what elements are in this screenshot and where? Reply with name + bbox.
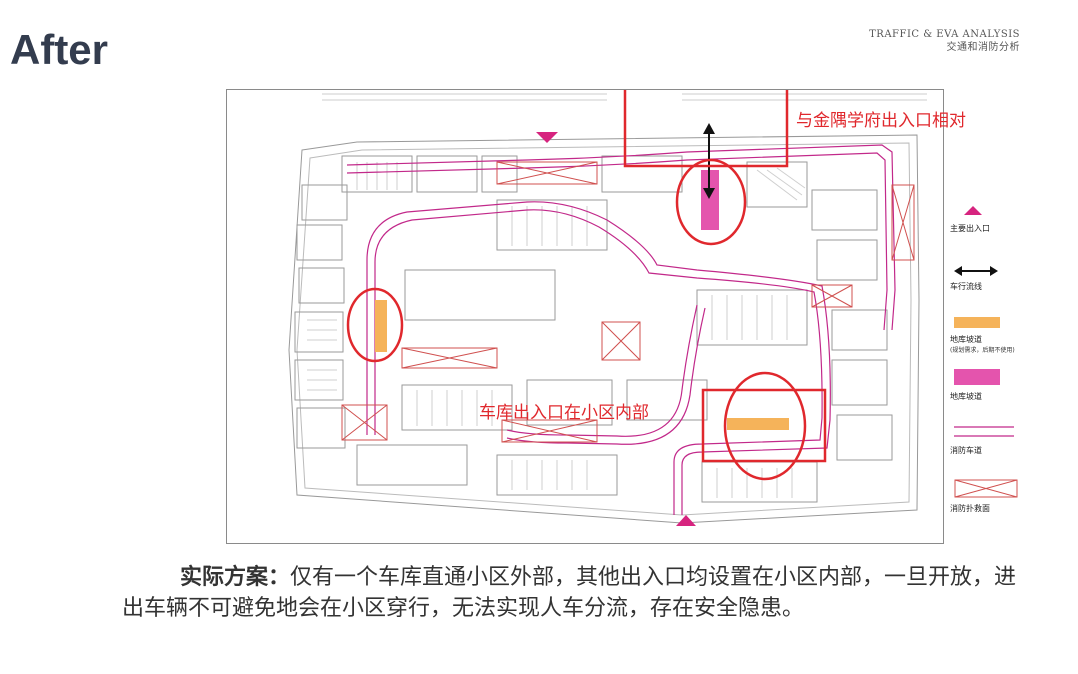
fire-lane-lines xyxy=(954,426,1014,437)
annotation-garage-inside: 车库出入口在小区内部 xyxy=(479,403,649,423)
legend-label: 车行流线 xyxy=(950,282,982,291)
magenta-ramp-swatch xyxy=(954,369,1000,385)
highlight-box-bottom xyxy=(701,388,827,463)
site-boundary-inner xyxy=(296,142,912,516)
site-plan-drawing xyxy=(288,90,927,526)
basement-ramp-magenta xyxy=(701,170,719,230)
entrance-marker-top xyxy=(536,132,558,143)
caption-text: 仅有一个车库直通小区外部，其他出入口均设置在小区内部，一旦开放，进出车辆不可避免… xyxy=(122,565,1017,621)
header-chinese: 交通和消防分析 xyxy=(946,42,1020,53)
entrance-triangle-icon xyxy=(964,206,982,215)
rescue-area-box xyxy=(954,479,1018,498)
legend-label: 地库坡道 xyxy=(950,335,982,344)
site-boundary xyxy=(288,134,920,524)
building-hatch xyxy=(307,162,806,498)
legend-label: 消防车道 xyxy=(950,446,982,455)
top-road xyxy=(322,93,927,101)
basement-ramp-orange-left xyxy=(375,300,387,352)
slide-title: After xyxy=(10,26,109,73)
highlight-ellipse-left xyxy=(346,287,404,363)
fire-rescue-areas xyxy=(341,161,915,443)
caption: 实际方案：仅有一个车库直通小区外部，其他出入口均设置在小区内部，一旦开放，进出车… xyxy=(122,562,1032,624)
annotation-opposite-entrance: 与金隅学府出入口相对 xyxy=(796,111,966,131)
site-plan: 与金隅学府出入口相对 车库出入口在小区内部 xyxy=(226,89,966,544)
caption-lead: 实际方案： xyxy=(180,565,291,590)
orange-ramp-swatch xyxy=(954,317,1000,328)
legend-note: (规划需求，后期不使用) xyxy=(950,347,1015,354)
highlight-ellipse-ramp xyxy=(675,158,747,246)
header-english: TRAFFIC & EVA ANALYSIS xyxy=(869,29,1020,40)
legend-label: 地库坡道 xyxy=(950,392,982,401)
legend-label: 消防扑救面 xyxy=(950,504,990,513)
double-arrow-icon xyxy=(954,266,998,276)
highlight-ellipse-bottom xyxy=(723,371,807,481)
entrance-marker-bottom xyxy=(676,515,696,526)
building-clusters xyxy=(294,155,893,503)
legend-label: 主要出入口 xyxy=(950,224,990,233)
basement-ramp-orange-right xyxy=(727,418,789,430)
fire-lanes xyxy=(346,144,896,515)
section-header: TRAFFIC & EVA ANALYSIS 交通和消防分析 xyxy=(869,28,1020,54)
highlight-box-top xyxy=(623,90,789,168)
